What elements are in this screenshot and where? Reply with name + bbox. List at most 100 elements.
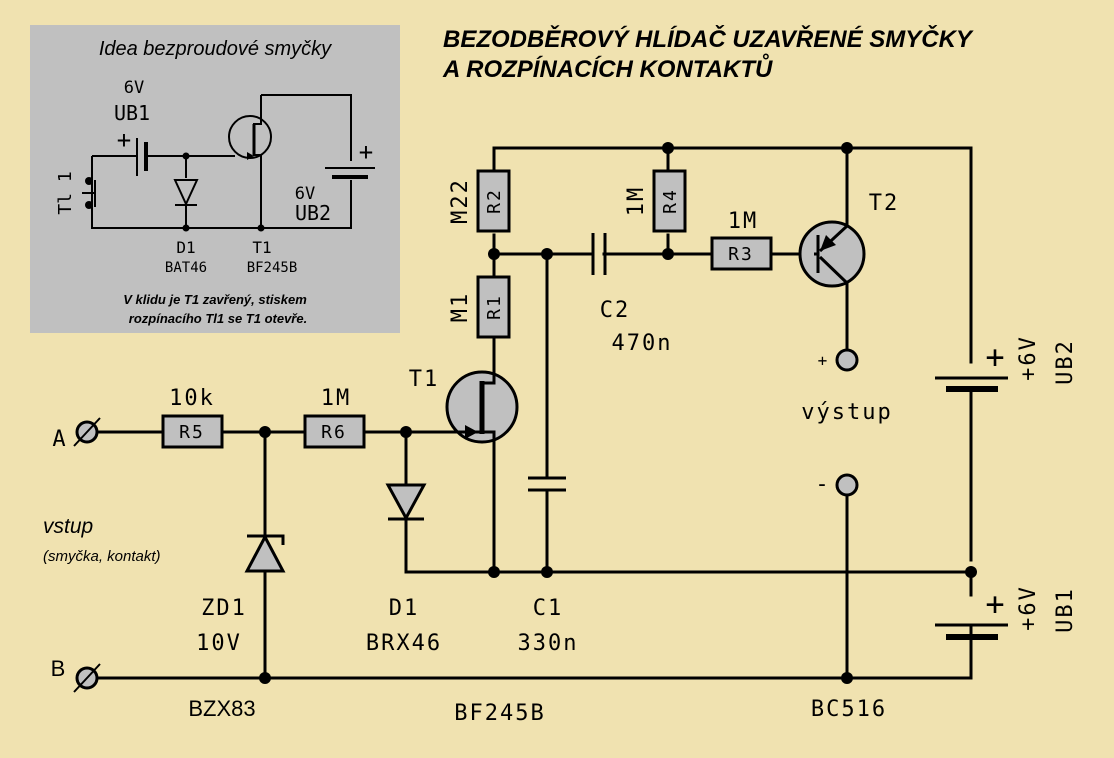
inset-heading: Idea bezproudové smyčky (99, 38, 332, 60)
resistor-body (476, 275, 511, 339)
input-terminal-a[interactable]: A (52, 417, 101, 452)
jfet-drain (482, 375, 496, 385)
junction-dot (841, 672, 853, 684)
battery-ub1[interactable]: + +6V UB1 (935, 585, 1078, 640)
inset-note-line2: rozpínacího Tl1 se T1 otevře. (129, 311, 307, 326)
battery-ub2[interactable]: + +6V UB2 (935, 335, 1078, 392)
t1-name: T1 (409, 367, 440, 392)
switch-contact (85, 201, 93, 209)
inset-d1-name: D1 (176, 238, 195, 257)
inset-wires-vertical (185, 155, 262, 228)
input-sublabel: (smyčka, kontakt) (43, 548, 161, 565)
inset-diode-d1: D1 BAT46 (165, 152, 207, 276)
r4-value: 1M (624, 186, 649, 217)
capacitor-c1[interactable]: C1 330n (518, 476, 579, 656)
r2-value: M22 (448, 178, 473, 224)
r6-name: R6 (321, 422, 347, 443)
title-line2: A ROZPÍNACÍCH KONTAKTŮ (442, 53, 773, 83)
junction-dot (182, 224, 190, 232)
inset-t1-name: T1 (252, 238, 271, 257)
bjt-emitter-arrow (820, 235, 836, 251)
output-label: výstup (801, 400, 892, 425)
junction-dot (257, 224, 265, 232)
junction-dot (541, 248, 553, 260)
transistor-t2-pnp[interactable]: T2 BC516 (798, 191, 900, 722)
capacitor-c2[interactable]: C2 470n (591, 233, 672, 356)
resistor-body (161, 414, 224, 449)
r5-value: 10k (169, 386, 215, 411)
junction-dot (259, 672, 271, 684)
junction-dots (259, 142, 977, 684)
main-wires (96, 146, 973, 680)
title-line1: BEZODBĚROVÝ HLÍDAČ UZAVŘENÉ SMYČKY (443, 25, 974, 53)
resistor-r4[interactable]: R4 1M (624, 169, 687, 233)
inset-panel: Idea bezproudové smyčky + 6V UB1 + 6V UB… (30, 25, 400, 333)
junction-dot (259, 426, 271, 438)
inset-ub2-polarity: + (359, 138, 373, 166)
zener-triangle (244, 533, 286, 573)
r3-name: R3 (728, 244, 754, 265)
resistor-body (303, 414, 366, 449)
c1-value: 330n (518, 631, 579, 656)
zd1-value: 10V (196, 631, 242, 656)
diode-d1[interactable]: D1 BRX46 (366, 483, 442, 656)
output-minus-sign: - (815, 472, 830, 497)
resistor-body (652, 169, 687, 233)
terminal-slash (73, 663, 101, 693)
output-plus-sign: + (818, 351, 829, 370)
inset-d1-part: BAT46 (165, 260, 207, 276)
jfet-gate-arrow (465, 425, 478, 439)
output-terminal-minus[interactable]: - (815, 472, 859, 497)
r4-name: R4 (660, 188, 681, 214)
resistor-r5[interactable]: R5 10k (161, 386, 224, 449)
d1-name: D1 (389, 596, 420, 621)
resistor-body (710, 236, 773, 271)
junction-dot (488, 248, 500, 260)
r1-name: R1 (484, 294, 505, 320)
input-label: vstup (43, 515, 93, 538)
terminal-b-label: B (51, 656, 66, 681)
inset-switch-tl1[interactable]: Tl 1 (55, 171, 96, 215)
inset-transistor-t1: T1 BF245B (228, 95, 298, 276)
junction-dot (400, 426, 412, 438)
inset-battery-ub2: + 6V UB2 (295, 138, 375, 225)
transistor-t1-jfet[interactable]: T1 BF245B (409, 367, 546, 726)
bjt-circle (798, 220, 866, 288)
inset-ub1-polarity: + (117, 126, 131, 154)
inset-note-line1: V klidu je T1 zavřený, stiskem (123, 292, 307, 307)
input-terminal-b[interactable]: B (51, 656, 101, 693)
ub1-polarity: + (985, 585, 1004, 623)
resistor-r3[interactable]: R3 1M (710, 209, 773, 271)
inset-ub1-name: UB1 (114, 101, 150, 125)
resistor-r1[interactable]: R1 M1 (448, 275, 511, 339)
zd1-name: ZD1 (201, 596, 247, 621)
inset-switch-label: Tl 1 (55, 171, 76, 214)
zener-zd1[interactable]: ZD1 10V BZX83 (188, 533, 286, 721)
inset-ub1-voltage: 6V (124, 78, 144, 98)
terminal-plus[interactable] (835, 348, 859, 372)
inset-t1-part: BF245B (247, 260, 298, 276)
terminal-minus[interactable] (835, 473, 859, 497)
c1-name: C1 (533, 596, 564, 621)
c2-name: C2 (600, 298, 631, 323)
ub1-voltage: +6V (1016, 585, 1041, 631)
ub2-voltage: +6V (1016, 335, 1041, 381)
junction-dot (965, 566, 977, 578)
bjt-collector (818, 255, 849, 285)
diode-triangle (385, 483, 427, 522)
zener-cathode-bar (247, 534, 285, 545)
r3-value: 1M (728, 209, 759, 234)
resistor-r2[interactable]: R2 M22 (448, 169, 511, 233)
output-terminal-plus[interactable]: + (818, 348, 859, 372)
t2-name: T2 (869, 191, 900, 216)
junction-dot (541, 566, 553, 578)
jfet-gate-arrow (247, 152, 254, 160)
junction-dot (488, 566, 500, 578)
junction-dot (841, 142, 853, 154)
resistor-r6[interactable]: R6 1M (303, 386, 366, 449)
switch-contact (85, 177, 93, 185)
inset-ub2-voltage: 6V (295, 184, 315, 204)
resistor-body (476, 169, 511, 233)
junction-dot (662, 142, 674, 154)
